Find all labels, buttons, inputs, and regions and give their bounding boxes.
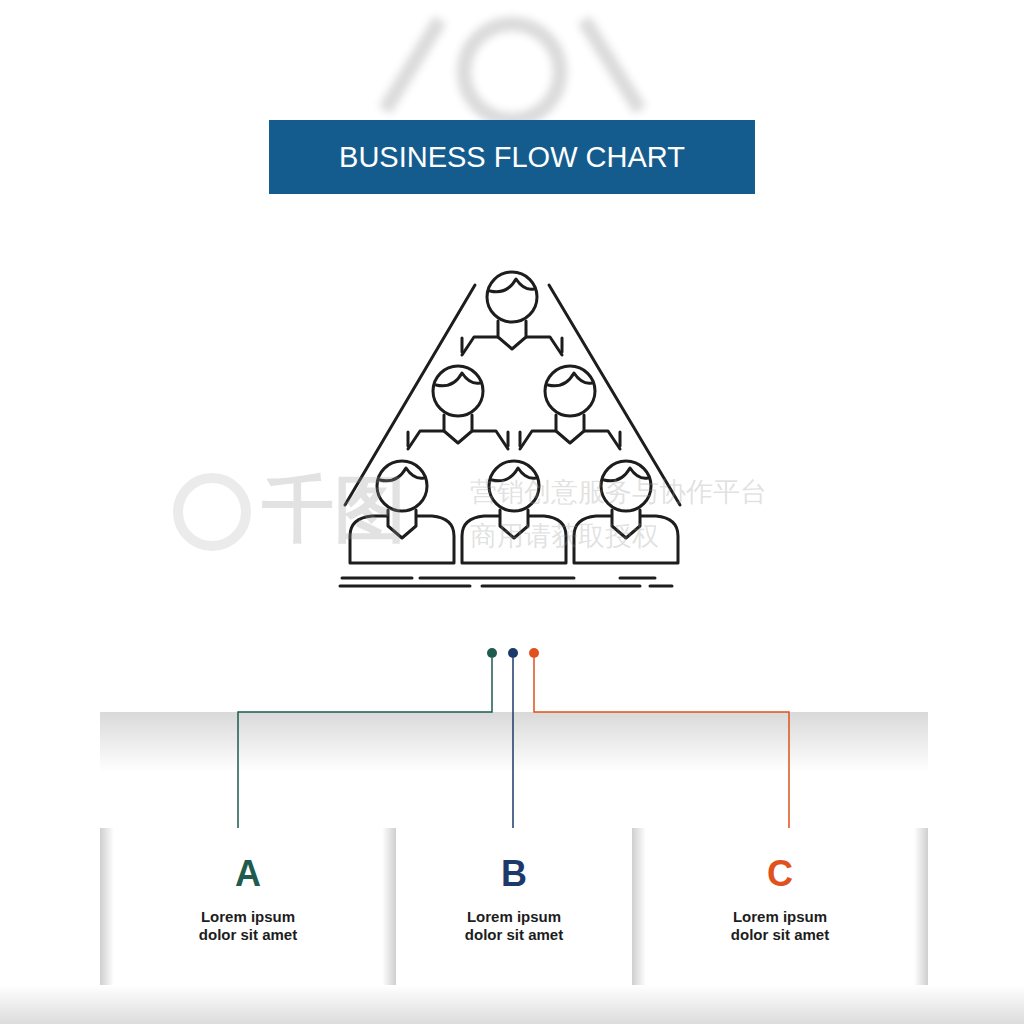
step-letter: C bbox=[720, 856, 840, 892]
floor-shade bbox=[0, 985, 1024, 1024]
step-text: Lorem ipsum dolor sit amet bbox=[188, 908, 308, 944]
dot bbox=[529, 648, 539, 658]
person bbox=[462, 272, 562, 355]
step-box: A Lorem ipsum dolor sit amet bbox=[100, 828, 396, 985]
step-box: B Lorem ipsum dolor sit amet bbox=[398, 828, 630, 985]
watermark-logo bbox=[178, 478, 246, 546]
person bbox=[408, 366, 508, 449]
leader-lines bbox=[238, 658, 789, 838]
step-letter: A bbox=[188, 856, 308, 892]
watermark: 千图 bbox=[262, 462, 406, 558]
person bbox=[520, 366, 620, 449]
shadow-band bbox=[100, 712, 928, 772]
title: BUSINESS FLOW CHART bbox=[339, 141, 685, 174]
step-box: C Lorem ipsum dolor sit amet bbox=[632, 828, 928, 985]
title-banner: BUSINESS FLOW CHART bbox=[269, 120, 755, 194]
watermark: 商用请获取授权 bbox=[470, 518, 659, 554]
dot bbox=[487, 648, 497, 658]
step-letter: B bbox=[454, 856, 574, 892]
step-text: Lorem ipsum dolor sit amet bbox=[720, 908, 840, 944]
watermark: 营销创意服务与协作平台 bbox=[470, 474, 767, 510]
ghost-icon bbox=[385, 20, 640, 120]
dot bbox=[508, 648, 518, 658]
step-text: Lorem ipsum dolor sit amet bbox=[454, 908, 574, 944]
